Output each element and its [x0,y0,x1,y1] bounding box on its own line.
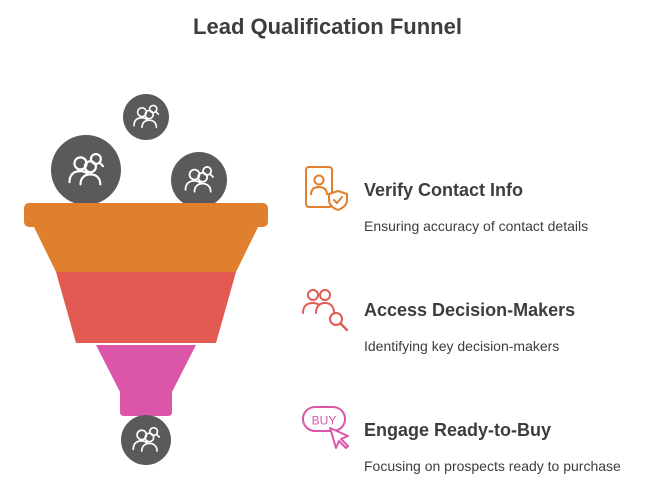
stage-1-description: Ensuring accuracy of contact details [364,218,589,234]
funnel-stage-3 [96,345,196,416]
lead-bubble-right [171,152,227,208]
lead-bubble-left [51,135,121,205]
lead-bubble-output [121,415,171,465]
stage-3-description: Focusing on prospects ready to purchase [364,458,621,474]
stage-1-title: Verify Contact Info [364,180,524,200]
stage-2-title: Access Decision-Makers [364,300,576,320]
svg-text:BUY: BUY [312,414,337,428]
stage-2-description: Identifying key decision-makers [364,338,560,354]
buy-click-icon: BUY [302,406,349,449]
funnel-rim [24,203,268,227]
funnel-stage-1 [33,225,259,272]
funnel-stage-2 [56,272,236,343]
diagram-title: Lead Qualification Funnel [193,14,462,39]
lead-bubble-top [123,94,169,140]
contact-verify-icon [305,166,348,211]
people-search-icon [302,289,349,332]
stage-3-title: Engage Ready-to-Buy [364,420,552,440]
